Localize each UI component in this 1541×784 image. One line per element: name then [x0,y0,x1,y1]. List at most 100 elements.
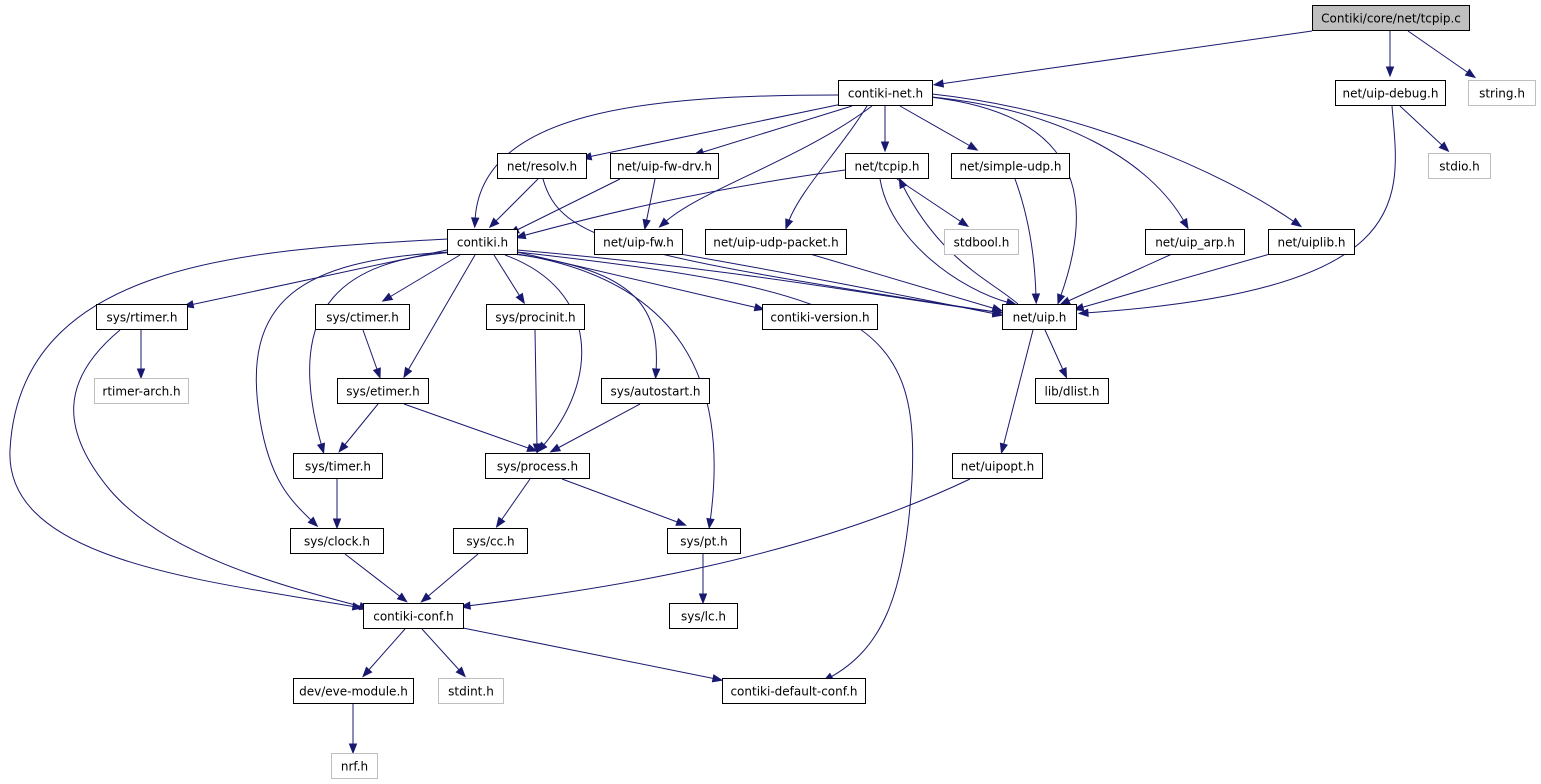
arrowhead-icon [514,230,527,240]
node-contiki-version-h[interactable]: contiki-version.h [762,304,878,330]
node-uipopt-h[interactable]: net/uipopt.h [952,453,1043,479]
edge-uip-fw-drv-h-to-contiki-h [508,178,621,235]
edge-tcpip-h-to-stdbool-h [896,178,970,228]
node-uip-fw-h[interactable]: net/uip-fw.h [594,229,683,255]
edge-tcpip-c-to-contiki-net-h [932,30,1313,88]
node-contiki-default-conf-h[interactable]: contiki-default-conf.h [722,678,866,704]
node-box [845,153,929,179]
node-box [1145,229,1245,255]
edge-line [901,183,1019,305]
edge-line [1002,329,1034,448]
edge-line [939,30,1313,85]
arrowhead-icon [403,366,413,379]
node-contiki-net-h[interactable]: contiki-net.h [838,80,933,106]
edge-line [879,178,1011,304]
edge-line [516,253,715,523]
node-uip-udp-packet-h[interactable]: net/uip-udp-packet.h [705,229,847,255]
arrowhead-icon [957,217,970,228]
node-box [438,678,504,704]
node-timer-h[interactable]: sys/timer.h [293,453,383,479]
node-uip-debug-h[interactable]: net/uip-debug.h [1335,80,1446,106]
node-box [315,304,410,330]
node-label: string.h [1479,87,1525,101]
arrowhead-icon [658,217,670,228]
node-cc-h[interactable]: sys/cc.h [453,528,528,554]
edge-line [1399,105,1445,148]
node-etimer-h[interactable]: sys/etimer.h [337,378,429,404]
edge-line [516,251,759,309]
arrowhead-icon [526,443,539,452]
arrowhead-icon [698,593,708,605]
edge-uip-fw-drv-h-to-uip-fw-h [642,178,656,231]
node-uip-fw-drv-h[interactable]: net/uip-fw-drv.h [610,153,719,179]
arrowhead-icon [549,443,562,453]
node-uip-h[interactable]: net/uip.h [1002,304,1077,330]
arrowhead-icon [1031,293,1041,305]
edge-uip-arp-h-to-uip-h [1059,253,1173,306]
node-contiki-h[interactable]: contiki.h [447,229,518,255]
node-label: contiki-version.h [770,311,869,325]
arrowhead-icon [652,368,661,380]
node-resolv-h[interactable]: net/resolv.h [497,153,587,179]
node-procinit-h[interactable]: sys/procinit.h [486,304,585,330]
node-autostart-h[interactable]: sys/autostart.h [601,378,710,404]
node-eve-module-h[interactable]: dev/eve-module.h [293,678,414,704]
edge-contiki-net-h-to-uip-udp-packet-h [785,105,868,230]
node-label: net/resolv.h [507,160,577,174]
node-lc-h[interactable]: sys/lc.h [669,603,738,629]
edge-contiki-h-to-process-h [504,254,583,453]
edge-contiki-net-h-to-uip-fw-h [658,105,873,228]
node-label: stdbool.h [954,236,1010,250]
edge-line [493,178,539,224]
arrowhead-icon [1179,217,1189,230]
arrowhead-icon [488,217,500,229]
edge-line [534,329,538,448]
edge-contiki-net-h-to-uip-arp-h [931,96,1189,230]
node-box [1002,304,1077,330]
arrowhead-icon [348,743,358,755]
edge-autostart-h-to-process-h [549,403,641,453]
node-process-h[interactable]: sys/process.h [485,453,590,479]
edge-line [1079,253,1271,309]
node-box [1468,80,1536,106]
node-box [1035,378,1109,404]
node-box [293,453,383,479]
edge-line [73,329,364,608]
node-contiki-conf-h[interactable]: contiki-conf.h [363,603,464,629]
node-tcpip-h[interactable]: net/tcpip.h [845,153,929,179]
arrowhead-icon [381,292,394,302]
edge-contiki-net-h-to-uip-fw-drv-h [692,105,853,157]
edge-contiki-h-to-procinit-h [493,254,525,305]
node-label: contiki.h [457,236,508,250]
node-clock-h[interactable]: sys/clock.h [290,528,384,554]
node-uip-arp-h[interactable]: net/uip_arp.h [1145,229,1245,255]
node-uiplib-h[interactable]: net/uiplib.h [1268,229,1355,255]
node-box [363,603,464,629]
edge-line [493,254,522,299]
edge-contiki-conf-h-to-stdint-h [421,628,466,678]
edge-line [1014,178,1037,298]
node-pt-h[interactable]: sys/pt.h [667,528,741,554]
node-ctimer-h[interactable]: sys/ctimer.h [315,304,410,330]
arrowhead-icon [1058,367,1068,379]
edge-etimer-h-to-process-h [403,403,539,452]
edge-line [362,329,379,373]
edge-contiki-h-to-pt-h [516,253,715,530]
node-label: rtimer-arch.h [102,385,180,399]
edge-contiki-h-to-uip-h [516,249,1004,316]
node-simple-udp-h[interactable]: net/simple-udp.h [951,153,1070,179]
edge-timer-h-to-clock-h [332,479,342,530]
node-box [705,229,847,255]
edge-line [504,254,583,448]
edge-contiki-net-h-to-resolv-h [580,103,843,161]
node-rtimer-h[interactable]: sys/rtimer.h [96,304,188,330]
arrowhead-icon [316,442,326,455]
node-rtimer-arch-h: rtimer-arch.h [94,378,189,404]
node-dlist-h[interactable]: lib/dlist.h [1035,378,1109,404]
arrowhead-icon [470,217,480,229]
edge-tcpip-c-to-uip-debug-h [1385,31,1395,78]
edge-line [699,105,853,154]
edge-contiki-h-to-timer-h [309,251,456,455]
node-label: sys/process.h [497,460,578,474]
